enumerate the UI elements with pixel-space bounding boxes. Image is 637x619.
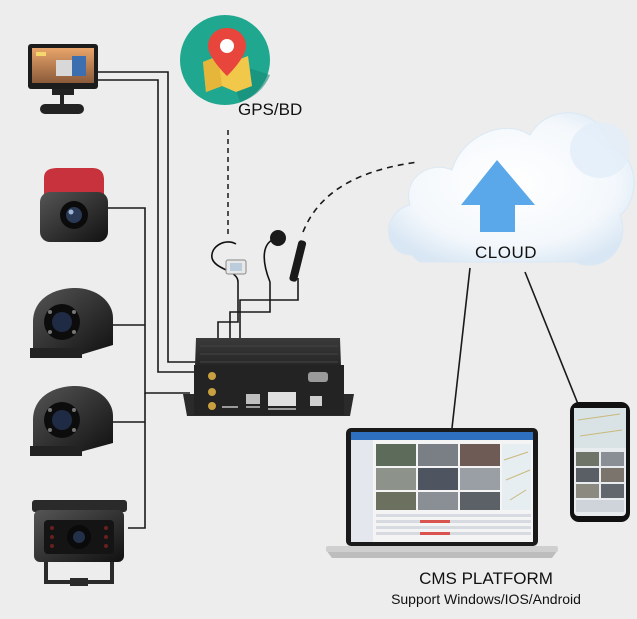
ethernet-port [246, 394, 260, 404]
cloud-icon [388, 112, 635, 266]
video-grid [376, 444, 500, 510]
rear-camera [32, 500, 127, 586]
wire-gps-antenna [217, 282, 239, 340]
antenna-connectors [208, 372, 216, 410]
map-panel [502, 444, 531, 510]
cms-platform-title: CMS PLATFORM [419, 569, 553, 588]
side-camera-2 [30, 386, 113, 456]
driver-camera [40, 168, 108, 242]
wire-cloud-laptop [451, 267, 471, 429]
gps-badge [180, 15, 270, 105]
gps-antenna [211, 241, 247, 283]
cms-platform-subtitle: Support Windows/IOS/Android [391, 591, 581, 607]
data-table [376, 514, 531, 535]
wire-monitor-2 [95, 79, 200, 373]
connection-wires [95, 71, 579, 529]
4g-antenna [289, 240, 307, 282]
mobile-dvr [183, 338, 354, 416]
location-pin-dot [220, 39, 234, 53]
wire-rear-camera [128, 393, 146, 529]
side-camera-1 [30, 288, 113, 358]
gps-bd-label: GPS/BD [238, 100, 303, 119]
cloud-label: CLOUD [475, 243, 538, 262]
connector-block [268, 392, 296, 406]
cms-title-wrap: CMS PLATFORM [370, 569, 602, 589]
wifi-antenna [263, 230, 286, 283]
db9-port [308, 372, 328, 382]
wire-cloud-phone [524, 271, 579, 405]
dashed-cloud-link [302, 161, 419, 233]
wire-monitor [95, 71, 200, 363]
wire-wifi-antenna [229, 282, 271, 340]
smartphone [570, 402, 630, 522]
cms-subtitle-wrap: Support Windows/IOS/Android [370, 591, 602, 607]
wire-driver-camera [108, 207, 190, 394]
upload-arrow-icon [461, 160, 535, 232]
laptop [326, 428, 558, 558]
wire-4g-antenna [239, 278, 299, 340]
in-car-monitor [28, 44, 98, 114]
